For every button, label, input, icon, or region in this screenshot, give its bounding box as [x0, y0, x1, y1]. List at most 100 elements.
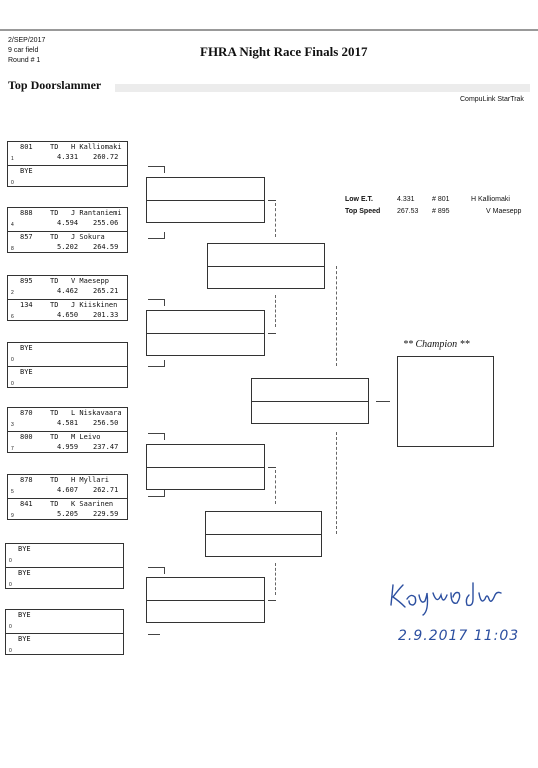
elapsed-time: 4.594	[57, 219, 79, 227]
elapsed-time: 5.202	[57, 243, 79, 251]
semifinal-box-2	[205, 511, 322, 557]
speed: 201.33	[93, 311, 119, 319]
seed-number: 0	[9, 648, 12, 654]
car-number: 857	[20, 233, 33, 241]
driver-name: K Saarinen	[71, 500, 114, 508]
car-number: 888	[20, 209, 33, 217]
elapsed-time: 4.650	[57, 311, 79, 319]
low-et-label: Low E.T.	[345, 196, 373, 203]
connector	[275, 563, 276, 595]
handwritten-signature	[390, 582, 502, 616]
car-class: TD	[50, 143, 59, 151]
connector	[336, 432, 337, 534]
car-class: TD	[50, 476, 59, 484]
driver-name: V Maesepp	[71, 277, 109, 285]
speed: 256.50	[93, 419, 119, 427]
lane: BYE 0	[8, 343, 127, 366]
lane: BYE 0	[8, 366, 127, 389]
report-date: 2/SEP/2017	[8, 37, 46, 44]
car-number: BYE	[18, 611, 31, 619]
low-et-value: 4.331	[397, 196, 415, 203]
elapsed-time: 4.331	[57, 153, 79, 161]
connector	[148, 490, 165, 497]
car-number: BYE	[20, 344, 33, 352]
champion-box	[397, 356, 494, 447]
speed: 260.72	[93, 153, 119, 161]
speed: 262.71	[93, 486, 119, 494]
seed-number: 0	[11, 357, 14, 363]
connector	[336, 266, 337, 366]
car-number: BYE	[18, 569, 31, 577]
car-class: TD	[50, 433, 59, 441]
driver-name: H Kalliomaki	[71, 143, 122, 151]
page-title: FHRA Night Race Finals 2017	[200, 44, 368, 59]
lane: BYE 0	[6, 633, 123, 656]
elapsed-time: 4.607	[57, 486, 79, 494]
car-number: BYE	[18, 545, 31, 553]
car-number: BYE	[20, 368, 33, 376]
top-rule	[0, 29, 538, 31]
connector	[148, 630, 160, 635]
speed: 255.06	[93, 219, 119, 227]
seed-number: 7	[11, 446, 14, 452]
seed-number: 0	[11, 381, 14, 387]
car-number: 134	[20, 301, 33, 309]
speed: 265.21	[93, 287, 119, 295]
round-2-box-1	[146, 177, 265, 223]
seed-number: 3	[11, 422, 14, 428]
low-et-driver: H Kalliomaki	[471, 196, 510, 203]
connector	[268, 600, 276, 601]
connector	[148, 299, 165, 306]
connector	[148, 433, 165, 440]
driver-name: J Sokura	[71, 233, 105, 241]
low-et-car: # 801	[432, 196, 450, 203]
round-2-box-2	[146, 310, 265, 356]
seed-number: 6	[11, 314, 14, 320]
car-number: 895	[20, 277, 33, 285]
connector	[268, 333, 276, 334]
signature-datetime: 2.9.2017 11:03	[398, 628, 520, 644]
timing-system: CompuLink StarTrak	[460, 96, 524, 103]
seed-number: 0	[9, 624, 12, 630]
dotted-rule	[115, 84, 530, 92]
top-speed-driver: V Maesepp	[486, 208, 522, 215]
seed-number: 5	[11, 489, 14, 495]
driver-name: J Rantaniemi	[71, 209, 122, 217]
car-class: TD	[50, 233, 59, 241]
car-number: BYE	[18, 635, 31, 643]
elapsed-time: 5.205	[57, 510, 79, 518]
seed-number: 8	[11, 246, 14, 252]
connector	[275, 295, 276, 327]
car-number: 800	[20, 433, 33, 441]
car-class: TD	[50, 409, 59, 417]
seed-number: 1	[11, 156, 14, 162]
car-class: TD	[50, 277, 59, 285]
connector	[275, 470, 276, 504]
connector	[275, 203, 276, 237]
final-box	[251, 378, 369, 424]
class-name: Top Doorslammer	[8, 78, 102, 92]
elapsed-time: 4.959	[57, 443, 79, 451]
field-size: 9 car field	[8, 47, 39, 54]
car-class: TD	[50, 209, 59, 217]
round-2-box-3	[146, 444, 265, 490]
connector	[148, 232, 165, 239]
round-number: Round # 1	[8, 57, 41, 64]
driver-name: J Kiiskinen	[71, 301, 118, 309]
speed: 237.47	[93, 443, 119, 451]
driver-name: H Myllari	[71, 476, 109, 484]
